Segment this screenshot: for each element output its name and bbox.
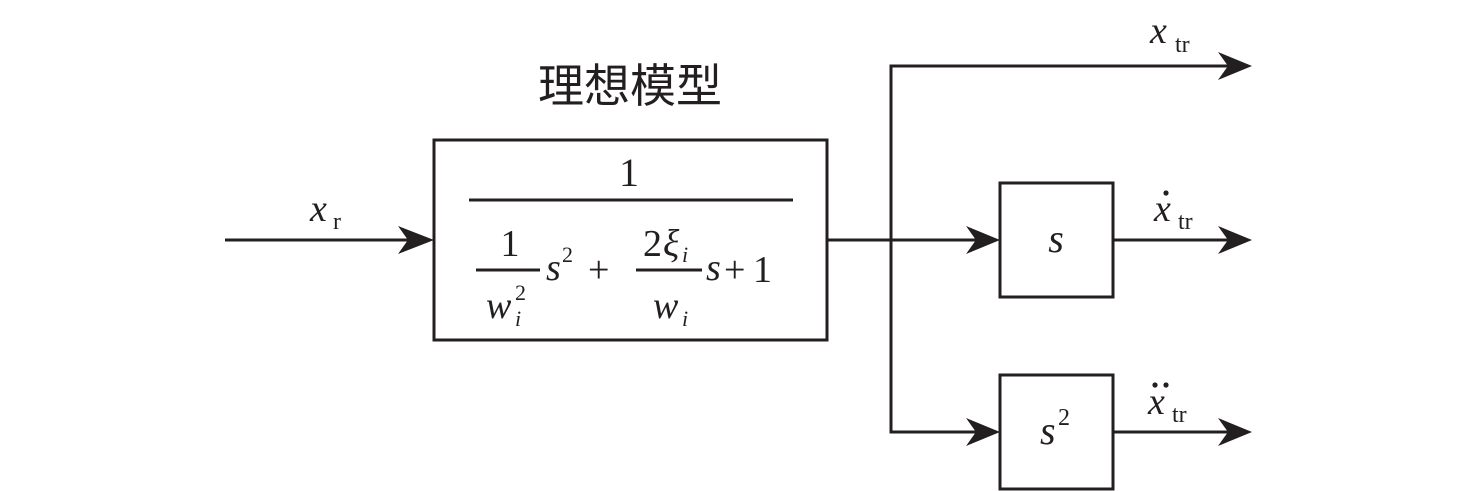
bottom-branch-arrowhead [966,418,1000,446]
ideal-model-block [432,138,829,342]
tf-op1: + [588,249,609,291]
tf-term2: 2 ξ i w i s [636,223,721,331]
middle-branch-arrowhead [966,226,1000,254]
second-derivative-block-sup: 2 [1058,405,1070,431]
tf-term1: 1 w 2 i s 2 [476,223,573,331]
derivative-block-label: s [1048,216,1064,261]
output-position-subscript: tr [1175,32,1190,58]
term1-var-sup: 2 [562,242,573,267]
acceleration-dot-accent-1 [1152,382,1158,388]
second-derivative-block-label: s [1040,408,1056,453]
output-label-position: x tr [1149,10,1190,58]
acceleration-dot-accent-2 [1163,382,1169,388]
input-label: x r [309,188,341,235]
term1-var: s [546,247,561,289]
term1-coef-den: w [486,285,512,327]
term1-coef-num: 1 [501,223,520,265]
tf-const: 1 [753,249,772,291]
output-velocity-symbol: x [1153,188,1171,230]
term1-coef-den-sub: i [515,306,521,331]
output-velocity-subscript: tr [1178,209,1193,235]
tf-op2: + [724,249,745,291]
input-symbol: x [309,188,327,230]
diagram-title: 理想模型 [538,59,722,113]
output-acceleration-symbol: x [1147,381,1165,423]
term2-coef-den-sub: i [682,306,688,331]
derivative-block [998,181,1115,299]
velocity-dot-accent [1163,190,1169,196]
term1-coef-den-sup: 2 [515,280,526,305]
output-acceleration-subscript: tr [1172,402,1187,428]
output-label-acceleration: x tr [1147,381,1187,428]
second-derivative-block [998,373,1115,491]
term2-var: s [706,247,721,289]
output-position-symbol: x [1149,10,1167,52]
acceleration-output-arrowhead [1218,418,1252,446]
output-label-velocity: x tr [1153,188,1193,235]
top-output-arrowhead [1218,52,1252,80]
input-arrowhead [398,226,434,254]
branch-trunk [889,64,1236,434]
term2-coef-num: 2 [643,223,662,265]
term2-coef-num-greek: ξ [663,223,680,265]
velocity-output-arrowhead [1218,226,1252,254]
tf-numerator: 1 [619,150,639,195]
input-subscript: r [333,209,341,235]
term2-coef-den: w [653,285,679,327]
term2-coef-num-sub: i [682,242,688,267]
